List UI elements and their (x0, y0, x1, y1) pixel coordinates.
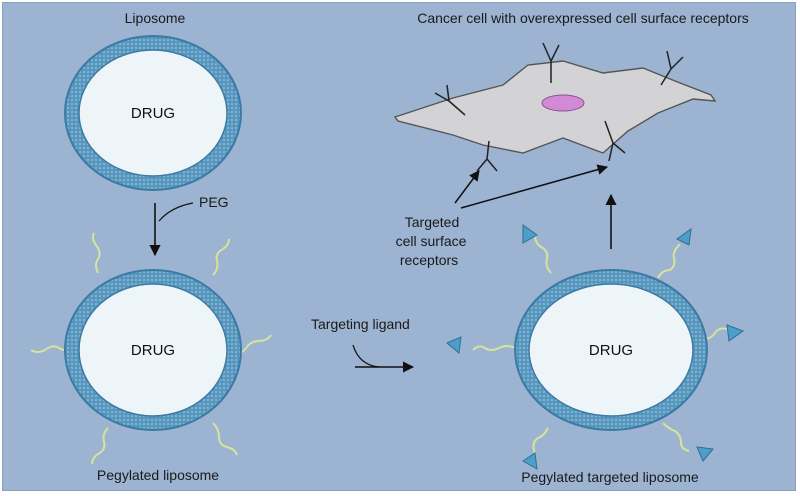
peg-label: PEG (199, 194, 229, 210)
targeting-ligand-label: Targeting ligand (311, 316, 410, 332)
pegylated-liposome: DRUG (30, 232, 272, 465)
receptor (434, 84, 466, 116)
nucleus (541, 94, 585, 112)
receptor (476, 140, 498, 172)
liposome: DRUG (64, 35, 242, 191)
pegylated-targeted-liposome: DRUG (446, 224, 745, 470)
pegylated-targeted-liposome-label: Pegylated targeted liposome (521, 469, 699, 485)
receptor-pointer-arrows (454, 164, 609, 209)
ligand-triangle (726, 324, 745, 342)
targeted-receptors-label-line3: receptors (400, 252, 458, 268)
ligand-triangle (446, 336, 462, 354)
receptors (434, 42, 684, 172)
targeted-receptors-label-line1: Targeted (405, 214, 459, 230)
targeted-drug-label: DRUG (589, 342, 633, 359)
receptor (542, 42, 560, 83)
cancer-cell (393, 42, 717, 172)
peg-arrow (149, 202, 194, 257)
ligand-triangle (676, 227, 692, 246)
receptor (604, 120, 626, 162)
receptor (660, 50, 684, 86)
peg-chains (30, 232, 272, 465)
pegylated-liposome-label: Pegylated liposome (97, 467, 219, 483)
ligands (446, 224, 745, 470)
diagram-stage: Liposome DRUG PEG DRUG Pegylated liposom… (2, 2, 796, 491)
ligand-triangle (522, 224, 538, 244)
ligand-triangle (522, 452, 538, 470)
targeted-receptors-label-line2: cell surface (396, 233, 467, 249)
targeting-ligand-arrow (352, 344, 415, 373)
ligand-triangle (696, 446, 714, 462)
cancer-cell-label: Cancer cell with overexpressed cell surf… (417, 10, 748, 26)
liposome-diagram: Liposome DRUG PEG DRUG Pegylated liposom… (30, 10, 749, 485)
liposome-drug-label: DRUG (131, 105, 175, 122)
liposome-label: Liposome (125, 10, 186, 26)
pegylated-drug-label: DRUG (131, 342, 175, 359)
